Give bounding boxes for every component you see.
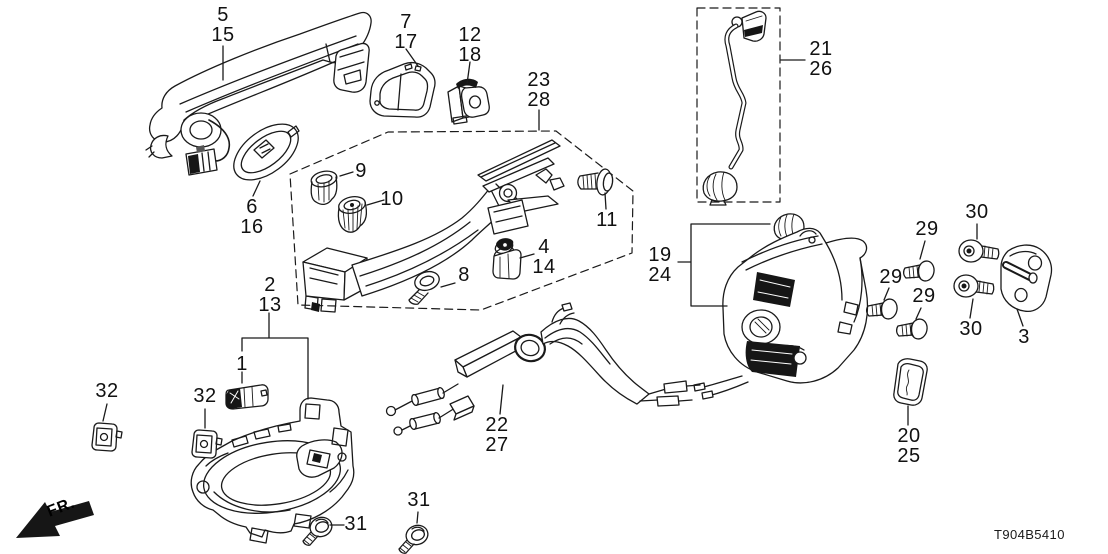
callout-32-right: 32 xyxy=(193,385,217,407)
callout-1: 1 xyxy=(236,353,248,375)
part-screw-11 xyxy=(577,168,614,196)
callout-30-bottom: 30 xyxy=(959,318,983,340)
callout-31-left: 31 xyxy=(344,513,368,535)
part-cable-assembly xyxy=(385,302,701,436)
part-latch-assembly xyxy=(693,227,869,400)
callout-2-13: 2 13 xyxy=(258,274,282,316)
callout-31-right: 31 xyxy=(407,489,431,511)
part-screw-29-right xyxy=(895,318,928,340)
part-handle-seal xyxy=(233,123,300,181)
callout-29-right: 29 xyxy=(912,285,936,307)
leader-lines xyxy=(102,45,1024,526)
callout-30-top: 30 xyxy=(965,201,989,223)
part-grommet-10 xyxy=(337,196,367,233)
part-screw-31-right xyxy=(398,521,432,554)
callout-8: 8 xyxy=(458,264,470,286)
part-handle-base xyxy=(302,139,565,313)
part-clip-4 xyxy=(492,238,522,280)
part-grommet-9 xyxy=(310,170,338,206)
part-inner-handle xyxy=(190,397,355,544)
part-bolt-30-top xyxy=(958,239,1000,263)
callout-23-28: 23 28 xyxy=(527,69,551,111)
fr-direction-arrow xyxy=(16,501,94,538)
callout-12-18: 12 18 xyxy=(458,24,482,66)
callout-6-16: 6 16 xyxy=(240,196,264,238)
callout-9: 9 xyxy=(355,160,367,182)
part-screw-29-left xyxy=(865,298,898,320)
callout-11: 11 xyxy=(596,209,618,231)
callout-7-17: 7 17 xyxy=(394,11,418,53)
part-latch-gasket xyxy=(893,358,928,406)
callout-29-left: 29 xyxy=(879,266,903,288)
callout-22-27: 22 27 xyxy=(485,414,509,456)
part-outer-handle xyxy=(145,11,372,176)
part-switch-1 xyxy=(225,384,269,410)
dashed-region-handle-base xyxy=(289,130,634,311)
part-clip-32-left xyxy=(91,422,123,452)
callout-29-top: 29 xyxy=(915,218,939,240)
callout-10: 10 xyxy=(380,188,404,210)
part-handle-cover xyxy=(447,78,490,125)
callout-21-26: 21 26 xyxy=(809,38,833,80)
part-striker xyxy=(1000,244,1053,313)
part-bolt-8 xyxy=(408,270,440,305)
diagram-code: T904B5410 xyxy=(994,527,1065,542)
callout-32-left: 32 xyxy=(95,380,119,402)
part-screw-29-top xyxy=(902,260,935,282)
callout-19-24: 19 24 xyxy=(648,244,672,286)
part-bolt-30-bottom xyxy=(953,274,995,298)
callout-20-25: 20 25 xyxy=(897,425,921,467)
callout-5-15: 5 15 xyxy=(211,4,235,46)
callout-3: 3 xyxy=(1018,326,1030,348)
callout-4-14: 4 14 xyxy=(532,236,556,278)
part-lock-rod xyxy=(696,7,781,206)
part-handle-bracket xyxy=(369,61,436,118)
part-screw-31-left xyxy=(302,516,333,546)
